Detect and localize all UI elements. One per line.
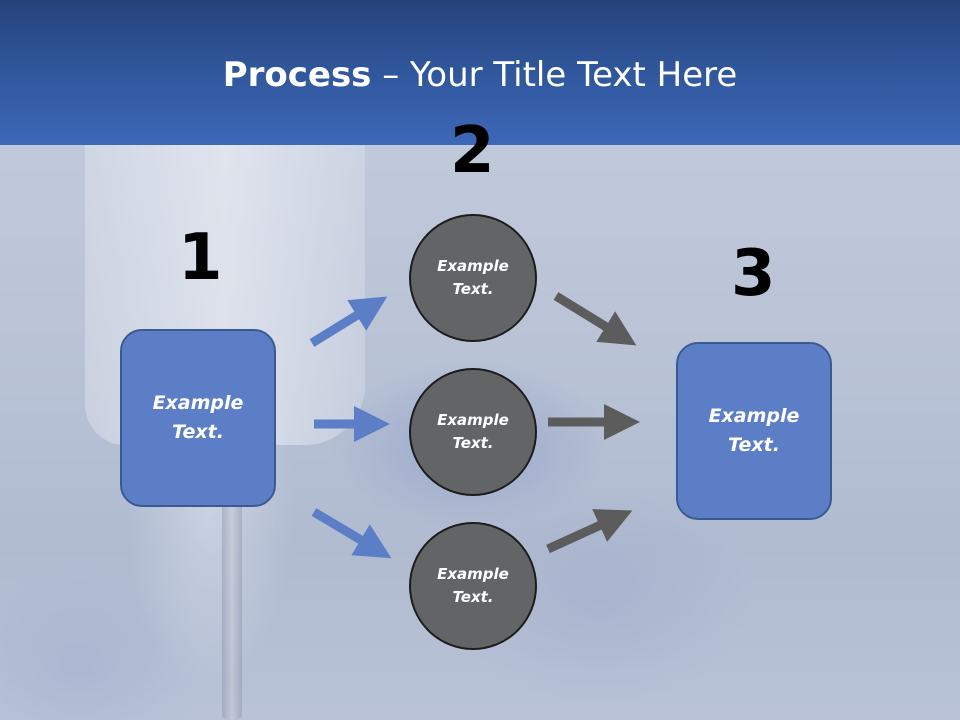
box-left-line1: Example bbox=[152, 392, 244, 414]
blue-arrow-down bbox=[311, 508, 392, 559]
blue-arrow-up bbox=[309, 296, 388, 347]
box-left-text: Example Text. bbox=[153, 389, 244, 447]
step-number-2: 2 bbox=[450, 114, 495, 188]
title-rest: – Your Title Text Here bbox=[371, 55, 738, 95]
gray-arrow-down bbox=[553, 292, 637, 346]
box-right-line2: Text. bbox=[728, 434, 780, 456]
box-right-text: Example Text. bbox=[709, 402, 800, 460]
process-box-left[interactable]: Example Text. bbox=[120, 329, 276, 507]
circle-top-text: Example Text. bbox=[437, 255, 509, 301]
gray-arrow-up bbox=[546, 509, 633, 554]
circle-bottom-line1: Example bbox=[437, 565, 509, 583]
step-number-1: 1 bbox=[178, 221, 223, 295]
process-circle-middle[interactable]: Example Text. bbox=[409, 368, 537, 496]
circle-middle-line1: Example bbox=[437, 411, 509, 429]
circle-bottom-text: Example Text. bbox=[437, 563, 509, 609]
step-number-3: 3 bbox=[731, 237, 776, 311]
process-circle-bottom[interactable]: Example Text. bbox=[409, 522, 537, 650]
circle-bottom-line2: Text. bbox=[452, 588, 494, 606]
circle-middle-text: Example Text. bbox=[437, 409, 509, 455]
circle-top-line1: Example bbox=[437, 257, 509, 275]
slide-title: Process – Your Title Text Here bbox=[0, 52, 960, 98]
process-box-right[interactable]: Example Text. bbox=[676, 342, 832, 520]
header-band: Process – Your Title Text Here bbox=[0, 0, 960, 145]
title-bold: Process bbox=[222, 55, 372, 95]
circle-top-line2: Text. bbox=[452, 280, 494, 298]
process-circle-top[interactable]: Example Text. bbox=[409, 214, 537, 342]
box-left-line2: Text. bbox=[172, 421, 224, 443]
iv-pole-image bbox=[222, 500, 242, 720]
circle-middle-line2: Text. bbox=[452, 434, 494, 452]
box-right-line1: Example bbox=[708, 405, 800, 427]
